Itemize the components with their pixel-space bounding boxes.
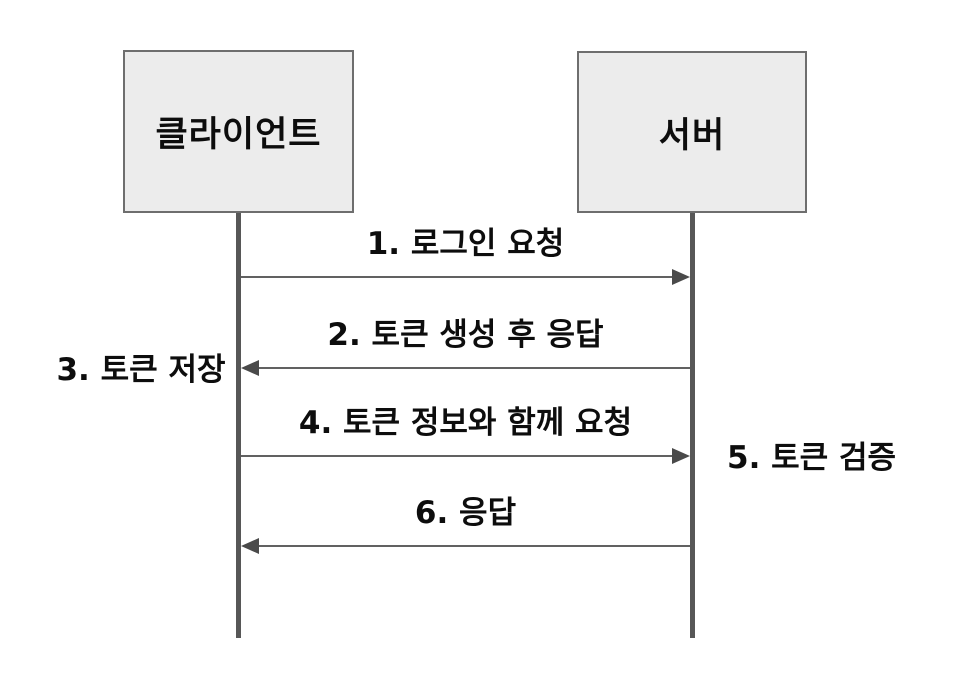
actor-box-client: 클라이언트 bbox=[123, 50, 354, 213]
arrow-line bbox=[255, 367, 690, 369]
message-label-response: 6. 응답 bbox=[414, 495, 517, 531]
arrow-right bbox=[241, 269, 690, 285]
arrow-left-icon bbox=[241, 538, 259, 554]
arrow-left bbox=[241, 538, 690, 554]
message-request-with-token: 4. 토큰 정보와 함께 요청 bbox=[241, 404, 690, 464]
arrow-right bbox=[241, 448, 690, 464]
arrow-left-icon bbox=[241, 360, 259, 376]
arrow-right-icon bbox=[672, 448, 690, 464]
arrow-left bbox=[241, 360, 690, 376]
arrow-line bbox=[255, 545, 690, 547]
actor-label-client: 클라이언트 bbox=[155, 115, 322, 155]
actor-label-server: 서버 bbox=[658, 115, 726, 156]
lifeline-client bbox=[236, 213, 241, 638]
note-token-save: 3. 토큰 저장 bbox=[56, 352, 226, 388]
arrow-right-icon bbox=[672, 269, 690, 285]
lifeline-server bbox=[690, 213, 695, 638]
arrow-line bbox=[241, 455, 676, 457]
message-response: 6. 응답 bbox=[241, 494, 690, 554]
message-label-login-request: 1. 로그인 요청 bbox=[366, 226, 565, 262]
message-label-request-with-token: 4. 토큰 정보와 함께 요청 bbox=[298, 405, 633, 441]
note-token-verify: 5. 토큰 검증 bbox=[727, 440, 897, 476]
message-login-request: 1. 로그인 요청 bbox=[241, 225, 690, 285]
message-token-response: 2. 토큰 생성 후 응답 bbox=[241, 316, 690, 376]
arrow-line bbox=[241, 276, 676, 278]
message-label-token-response: 2. 토큰 생성 후 응답 bbox=[327, 317, 604, 353]
actor-box-server: 서버 bbox=[577, 51, 807, 213]
